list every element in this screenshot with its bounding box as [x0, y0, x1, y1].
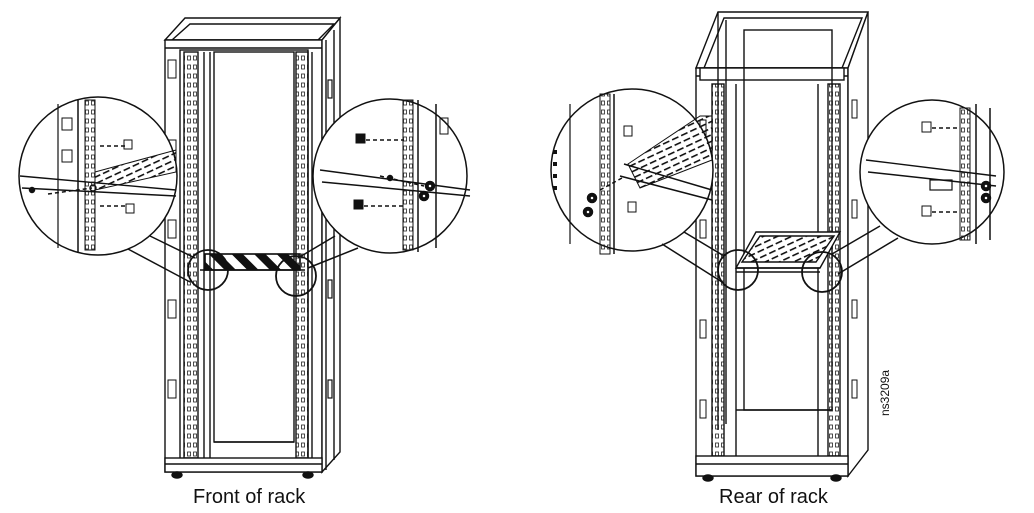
rear-left-detail-callout: [550, 88, 725, 283]
front-of-rack-caption: Front of rack: [193, 486, 306, 508]
front-left-detail-callout: [18, 96, 196, 283]
rear-of-rack-caption: Rear of rack: [719, 486, 828, 508]
rear-rack-drawing: [694, 11, 869, 482]
front-right-detail-callout: [297, 98, 471, 269]
figure-code-label: ns3209a: [878, 369, 892, 416]
rear-right-detail-callout: [831, 99, 1005, 275]
